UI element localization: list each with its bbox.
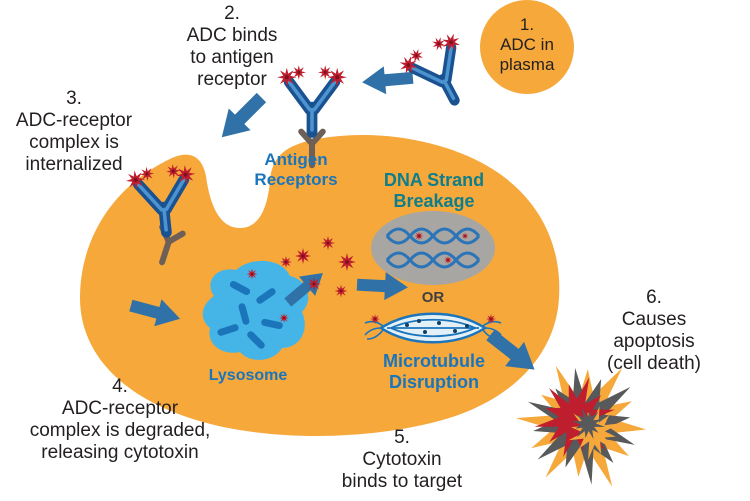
antibody-icon (277, 65, 347, 132)
step-2-label: 2. ADC binds to antigen receptor (186, 3, 278, 91)
cytotoxin-icon (370, 314, 380, 324)
dna-strand-breakage-label: DNA Strand Breakage (383, 170, 485, 211)
step-1-label: 1. ADC in plasma (499, 15, 555, 75)
cytotoxin-icon (279, 313, 289, 323)
antigen-receptors-label: Antigen Receptors (254, 150, 338, 189)
lysosome-icon (202, 260, 309, 360)
cytotoxin-icon (414, 231, 424, 241)
plasma-circle (480, 0, 574, 94)
or-label: OR (421, 289, 445, 306)
step-4-label: 4. ADC-receptor complex is degraded, rel… (29, 376, 211, 464)
step-5-label: 5. Cytotoxin binds to target (341, 427, 463, 493)
antibody-icon (395, 28, 484, 116)
step-6-label: 6. Causes apoptosis (cell death) (607, 287, 701, 375)
lysosome-label: Lysosome (208, 367, 288, 384)
arrow-icon (210, 86, 273, 149)
cytotoxin-icon (444, 256, 452, 264)
dna-strand-icon (371, 211, 495, 285)
microtubule-disruption-label: Microtubule Disruption (383, 351, 485, 392)
cytotoxin-icon (486, 314, 496, 324)
step-3-label: 3. ADC-receptor complex is internalized (15, 88, 133, 176)
cytotoxin-icon (246, 268, 258, 280)
cancer-cell-shape (80, 135, 560, 437)
cytotoxin-icon (461, 232, 469, 240)
